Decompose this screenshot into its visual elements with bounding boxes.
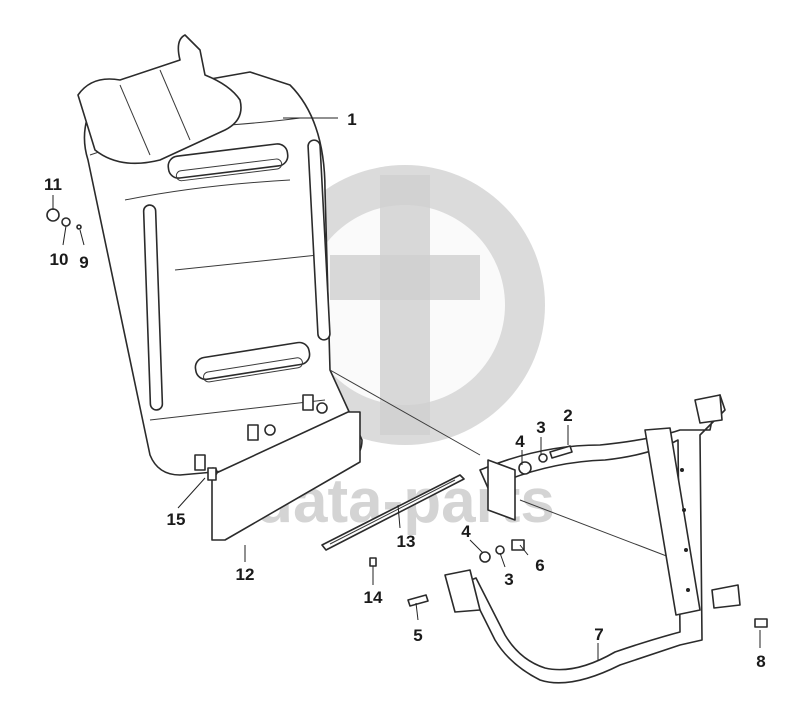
- callout-13: 13: [397, 532, 416, 551]
- fender-panel: [77, 34, 363, 476]
- callout-3-upper: 3: [536, 418, 545, 437]
- callout-4-upper: 4: [515, 432, 525, 451]
- callout-14: 14: [364, 588, 383, 607]
- callouts: 1 2 3 4 4 3 6 5 7 8 9 10 11 12 13 14 15: [44, 110, 766, 671]
- callout-5: 5: [413, 626, 422, 645]
- callout-2: 2: [563, 406, 572, 425]
- callout-15: 15: [167, 510, 186, 529]
- callout-12: 12: [236, 565, 255, 584]
- callout-6: 6: [535, 556, 544, 575]
- flap-plate: [208, 402, 361, 541]
- watermark-logo: [265, 165, 545, 445]
- callout-4-lower: 4: [461, 522, 471, 541]
- hardware-9-10-11: [46, 208, 82, 230]
- bolt-15: [207, 467, 217, 481]
- leader-lines: [52, 117, 761, 660]
- screw-14: [369, 557, 377, 567]
- callout-11: 11: [44, 175, 62, 194]
- callout-10: 10: [50, 250, 69, 269]
- callout-8: 8: [756, 652, 765, 671]
- callout-9: 9: [79, 253, 88, 272]
- callout-3-lower: 3: [504, 570, 513, 589]
- bracket-frame: [444, 394, 741, 684]
- callout-1: 1: [347, 110, 356, 129]
- assembly-lines: [329, 369, 691, 566]
- callout-7: 7: [594, 625, 603, 644]
- clamp-strip: [321, 474, 465, 551]
